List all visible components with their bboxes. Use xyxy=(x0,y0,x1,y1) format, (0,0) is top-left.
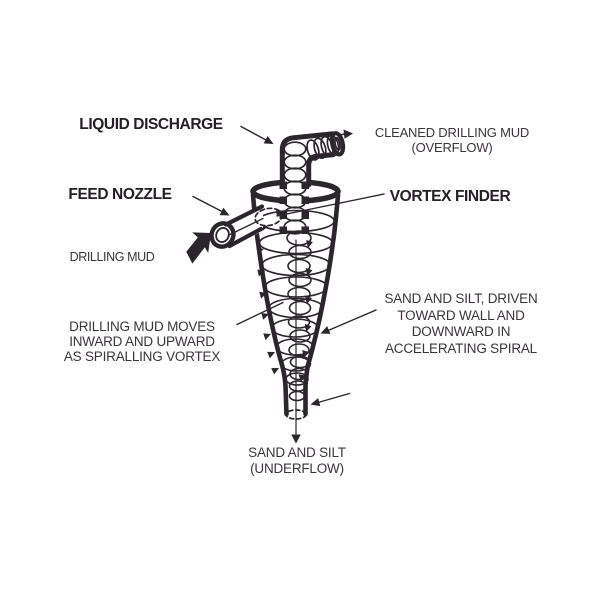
feed-swirl-arrow-icon xyxy=(276,209,284,217)
nozzle-bottom-edge xyxy=(227,226,264,249)
drilling-mud-flow-arrow-icon xyxy=(186,232,211,264)
feed-nozzle-label: FEED NOZZLE xyxy=(68,186,172,203)
elbow-inner-edge xyxy=(306,152,336,188)
vortex-finder-leader xyxy=(276,193,385,217)
mud-moves-label: DRILLING MUD MOVES INWARD AND UPWARD AS … xyxy=(56,319,228,364)
underflow-tube-leader xyxy=(310,392,351,407)
leader-lines xyxy=(192,125,385,407)
feed-nozzle-pipe xyxy=(209,204,284,249)
underflow-arrow-icon xyxy=(291,434,301,444)
cleaned-mud-line2: (OVERFLOW) xyxy=(411,139,493,155)
underflow-line1: SAND AND SILT xyxy=(248,445,346,460)
sand-driven-label: SAND AND SILT, DRIVEN TOWARD WALL AND DO… xyxy=(375,291,547,357)
nozzle-end-rim xyxy=(209,221,236,249)
sand-driven-line1: SAND AND SILT, DRIVEN xyxy=(384,291,538,306)
cleaned-mud-label: CLEANED DRILLING MUD (OVERFLOW) xyxy=(366,125,538,155)
mud-moves-line2: INWARD AND UPWARD xyxy=(69,334,215,349)
liquid-discharge-leader xyxy=(240,125,274,144)
mud-moves-leader xyxy=(236,301,284,326)
sand-driven-leader xyxy=(320,309,377,334)
elbow-spiral-chain xyxy=(306,134,340,161)
inner-column-arrows xyxy=(298,240,313,382)
cleaned-mud-line1: CLEANED DRILLING MUD xyxy=(374,125,530,140)
drilling-mud-label: DRILLING MUD xyxy=(69,250,155,264)
nozzle-top-edge xyxy=(223,204,265,227)
feed-nozzle-leader xyxy=(192,195,230,216)
inner-vortex-column xyxy=(286,230,312,402)
overflow-exit-arrow-icon xyxy=(343,129,353,139)
vortex-finder-label: VORTEX FINDER xyxy=(389,188,511,205)
sand-driven-line4: ACCELERATING SPIRAL xyxy=(385,340,537,356)
sand-driven-line2: TOWARD WALL AND xyxy=(397,307,525,323)
underflow-line2: (UNDERFLOW) xyxy=(250,460,344,476)
mud-moves-line3: AS SPIRALLING VORTEX xyxy=(63,349,221,364)
mud-moves-line1: DRILLING MUD MOVES xyxy=(69,319,215,334)
overflow-exit-line xyxy=(338,133,345,137)
sand-driven-line3: DOWNWARD IN xyxy=(411,324,511,340)
elbow-outer-edge xyxy=(279,131,335,188)
nozzle-end-hole xyxy=(215,227,230,243)
liquid-discharge-label: LIQUID DISCHARGE xyxy=(79,116,223,133)
underflow-label: SAND AND SILT (UNDERFLOW) xyxy=(220,445,374,476)
